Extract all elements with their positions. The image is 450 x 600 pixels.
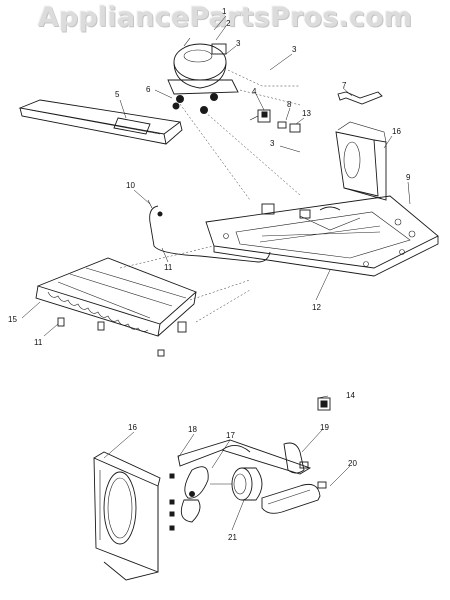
callout-1: 1: [222, 7, 227, 16]
callout-6: 6: [146, 85, 151, 94]
callout-3: 3: [270, 139, 275, 148]
drain-pan[interactable]: [18, 99, 183, 145]
compressor[interactable]: [167, 37, 239, 114]
relay-overload[interactable]: [249, 109, 271, 123]
fan-tube[interactable]: [261, 481, 327, 514]
callout-2: 2: [226, 19, 231, 28]
callout-19: 19: [320, 423, 329, 432]
callout-3: 3: [292, 45, 297, 54]
fan-blade[interactable]: [180, 466, 209, 523]
callout-12: 12: [312, 303, 321, 312]
machine-base[interactable]: [205, 195, 439, 277]
condenser-coil[interactable]: [35, 257, 197, 337]
motor-cover[interactable]: [283, 442, 309, 474]
callout-3: 3: [236, 39, 241, 48]
motor-bracket[interactable]: [169, 439, 312, 531]
fan-shroud-lower[interactable]: [93, 451, 161, 581]
callout-11: 11: [164, 263, 173, 272]
leader-lines: [21, 15, 411, 531]
callout-9: 9: [406, 173, 411, 182]
relay-clip[interactable]: [277, 121, 301, 133]
callout-20: 20: [348, 459, 357, 468]
condenser-fan-motor[interactable]: [210, 467, 263, 501]
callout-11: 11: [34, 338, 43, 347]
callout-13: 13: [302, 109, 311, 118]
callout-18: 18: [188, 425, 197, 434]
callout-21: 21: [228, 533, 237, 542]
callout-5: 5: [115, 90, 120, 99]
clip[interactable]: [317, 397, 331, 411]
callout-8: 8: [287, 100, 292, 109]
callout-10: 10: [126, 181, 135, 190]
fan-shroud-upper[interactable]: [335, 121, 387, 201]
callout-16: 16: [128, 423, 137, 432]
callout-14: 14: [346, 391, 355, 400]
callout-15: 15: [8, 315, 17, 324]
callout-7: 7: [342, 81, 347, 90]
callout-16: 16: [392, 127, 401, 136]
callout-17: 17: [226, 431, 235, 440]
bracket[interactable]: [337, 91, 383, 105]
callout-4: 4: [252, 87, 257, 96]
screw-set[interactable]: [57, 317, 165, 357]
